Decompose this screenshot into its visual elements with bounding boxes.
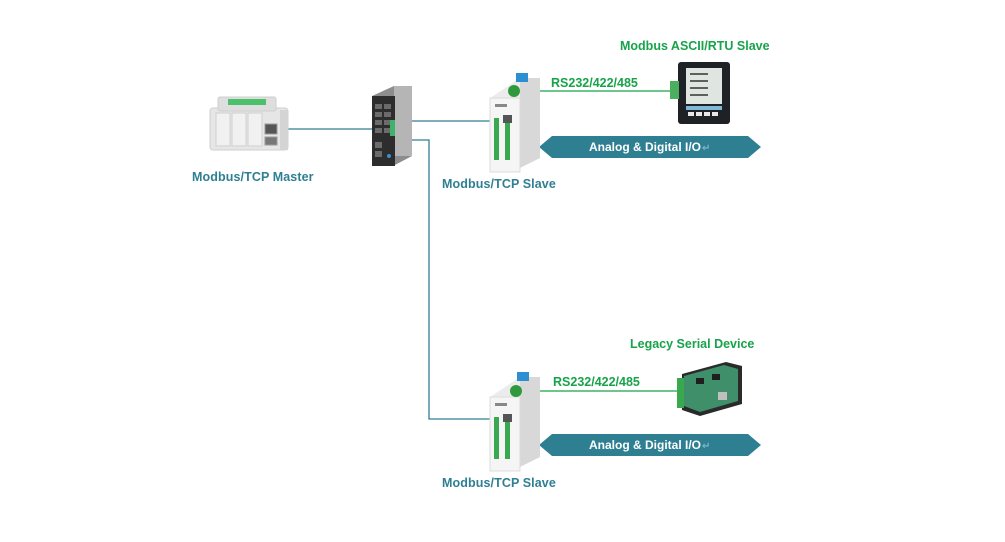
modbus-tcp-slave-1-device <box>489 73 540 173</box>
serial-device-2-label: Legacy Serial Device <box>630 337 755 351</box>
io-arrow-1 <box>539 136 761 158</box>
modbus-tcp-slave-2-device <box>489 372 540 472</box>
serial-links <box>520 90 678 392</box>
serial-link-2-label: RS232/422/485 <box>553 375 640 389</box>
return-icon: ↵ <box>702 143 711 154</box>
link-switch-slave2 <box>411 139 504 420</box>
serial-device-1-label: Modbus ASCII/RTU Slave <box>620 39 770 53</box>
io-arrow-2 <box>539 434 761 456</box>
io-label-1-text: Analog & Digital I/O <box>589 140 702 154</box>
master-label: Modbus/TCP Master <box>192 170 314 184</box>
slave-1-label: Modbus/TCP Slave <box>442 177 556 191</box>
return-icon: ↵ <box>702 441 711 452</box>
io-arrow-2-label: Analog & Digital I/O↵ <box>589 438 710 452</box>
serial-link-1-label: RS232/422/485 <box>551 76 638 90</box>
ethernet-links <box>280 120 504 420</box>
slave-2-label: Modbus/TCP Slave <box>442 476 556 490</box>
plc-master-device <box>209 96 289 151</box>
power-meter-device <box>670 62 730 124</box>
ethernet-switch-device <box>372 86 412 166</box>
io-label-2-text: Analog & Digital I/O <box>589 438 702 452</box>
io-arrow-1-label: Analog & Digital I/O↵ <box>589 140 710 154</box>
legacy-serial-device <box>677 362 742 416</box>
